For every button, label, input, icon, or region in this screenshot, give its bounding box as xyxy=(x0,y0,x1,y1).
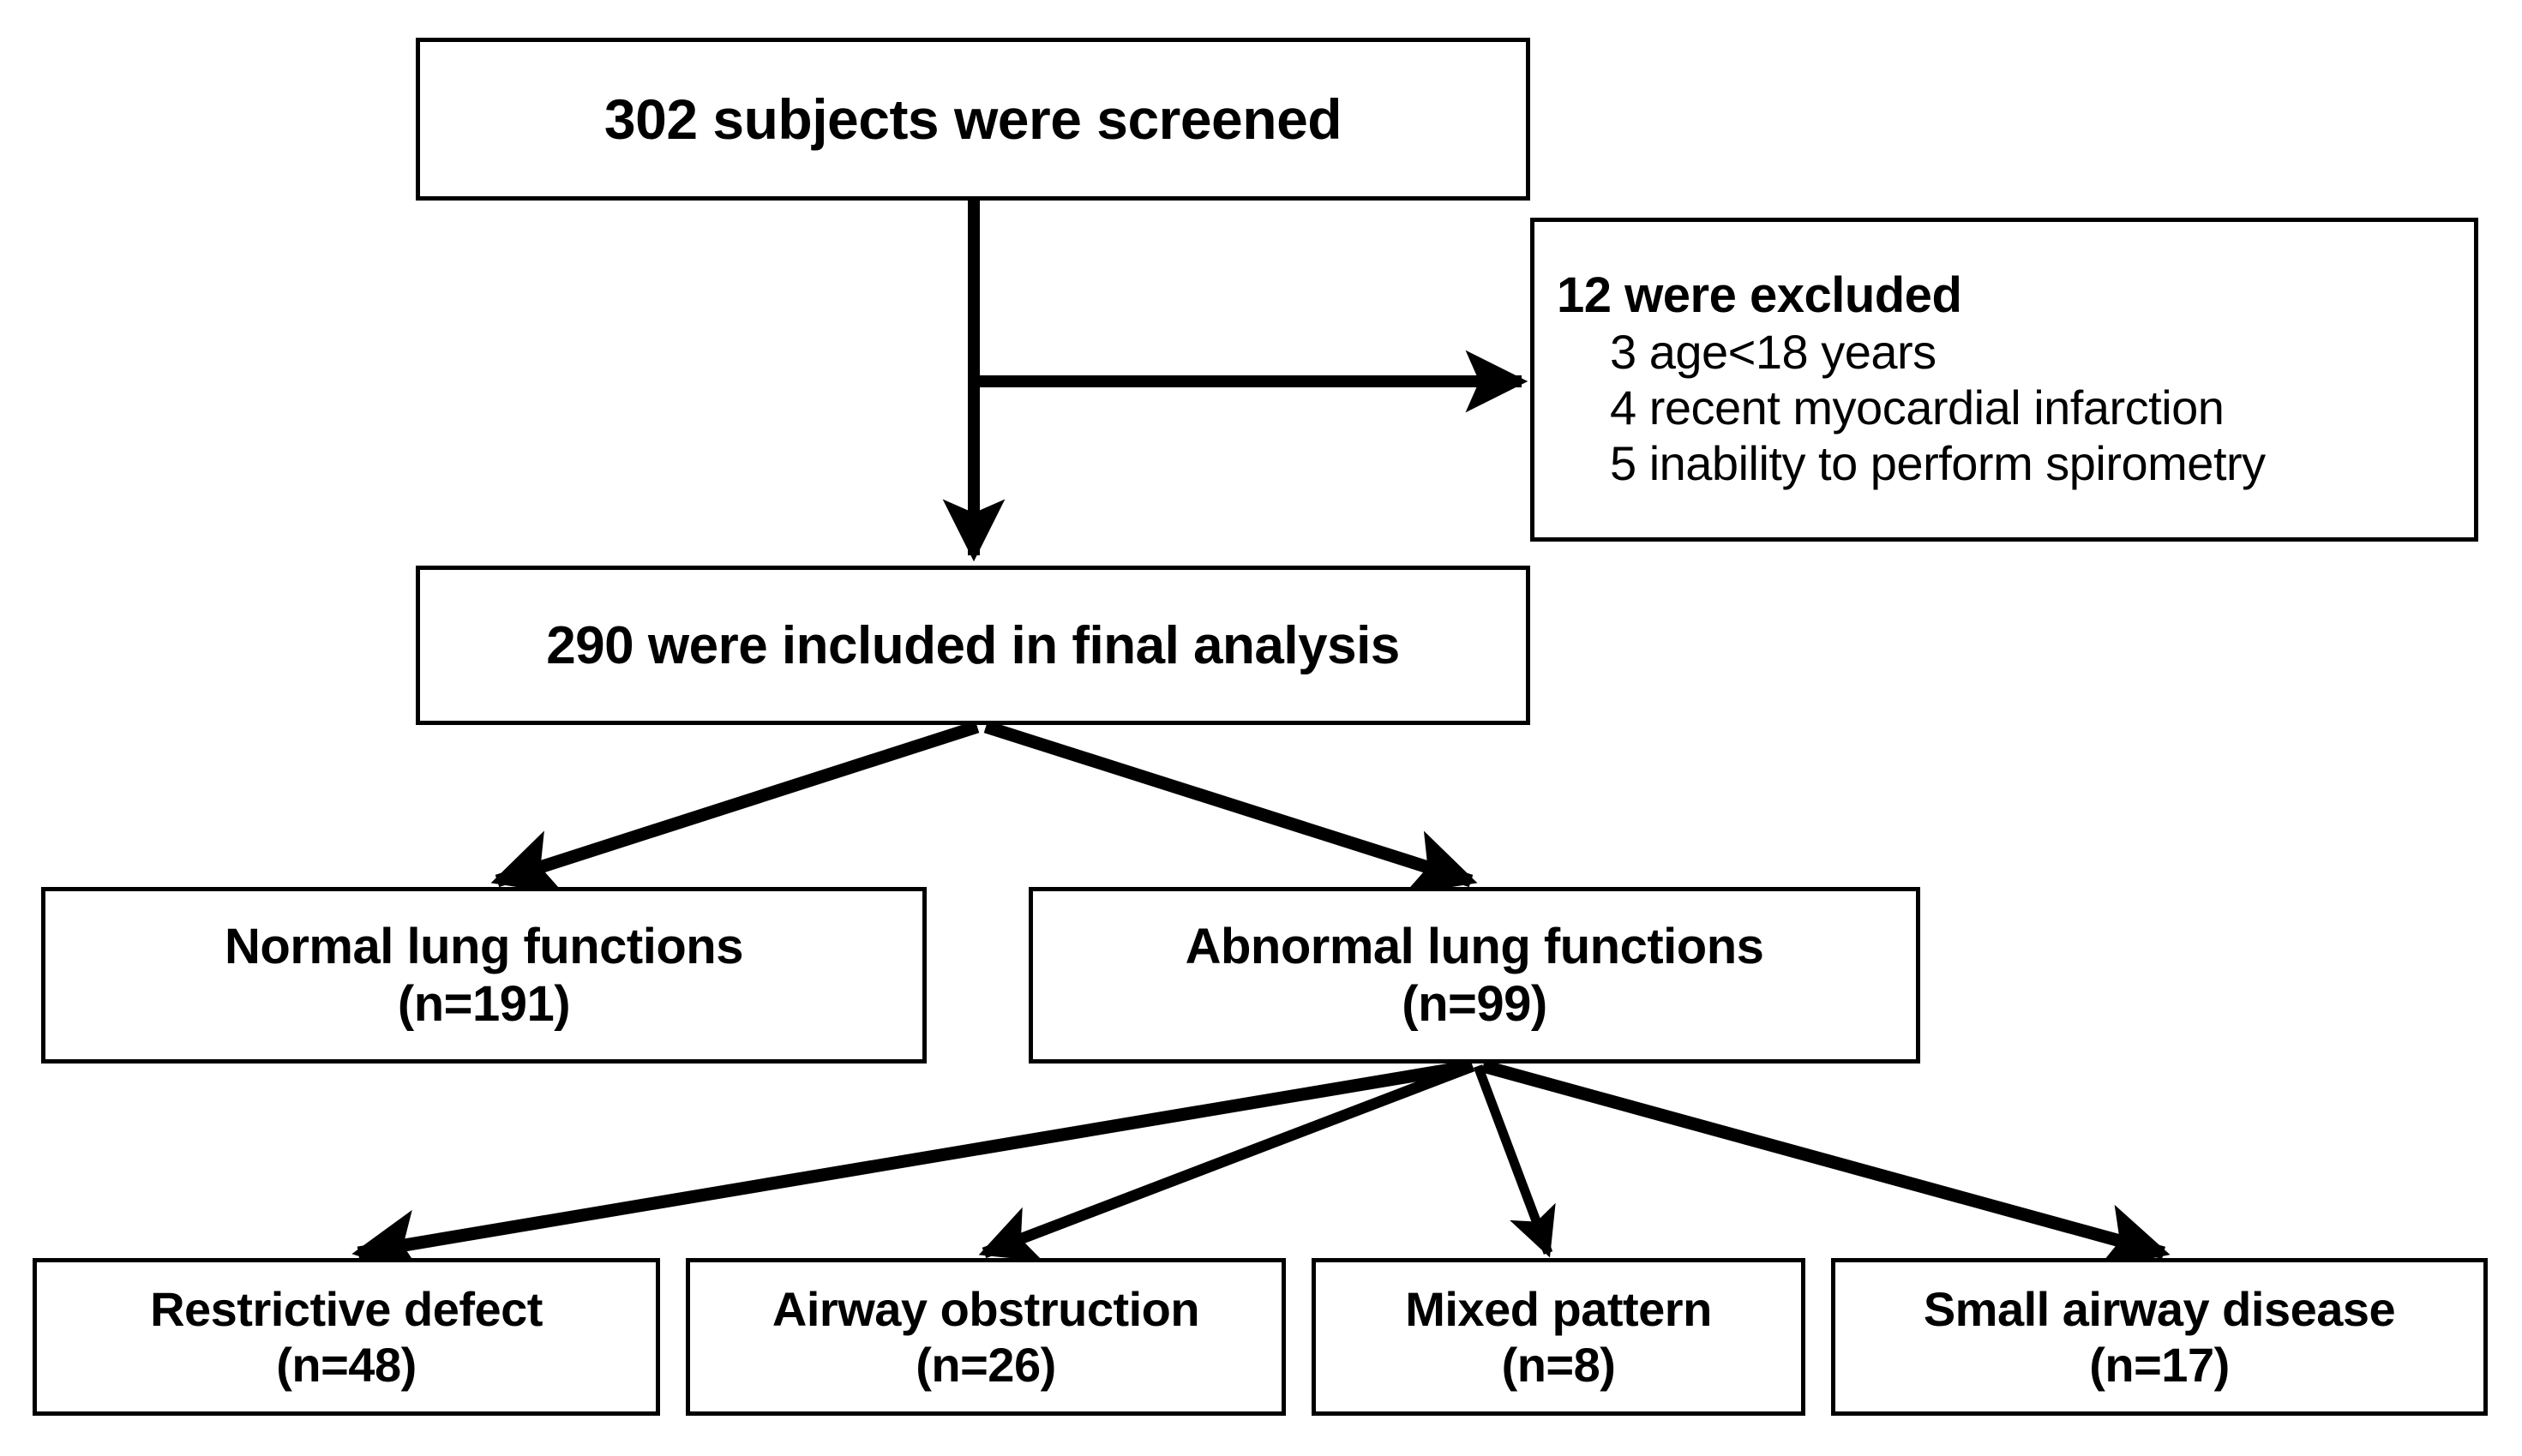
node-restrictive-label: Restrictive defect xyxy=(150,1282,543,1336)
node-excluded[interactable]: 12 were excluded 3 age<18 years 4 recent… xyxy=(1530,218,2478,542)
node-screened-label: 302 subjects were screened xyxy=(603,87,1342,151)
edge-included-to-normal xyxy=(490,720,980,895)
node-smallairway-count: (n=17) xyxy=(2089,1338,2230,1392)
node-abnormal-label: Abnormal lung functions xyxy=(1185,919,1764,974)
node-mixed-pattern[interactable]: Mixed pattern (n=8) xyxy=(1312,1258,1805,1416)
node-obstruction-count: (n=26) xyxy=(916,1338,1056,1392)
node-normal-count: (n=191) xyxy=(397,976,571,1032)
node-excluded-reason-age: 3 age<18 years xyxy=(1610,324,1937,379)
edge-included-to-abnormal xyxy=(983,720,1478,895)
node-included-label: 290 were included in final analysis xyxy=(546,615,1400,675)
node-obstruction-label: Airway obstruction xyxy=(772,1282,1200,1336)
node-screened[interactable]: 302 subjects were screened xyxy=(416,38,1530,201)
node-abnormal-count: (n=99) xyxy=(1402,976,1547,1032)
node-normal-lung-functions[interactable]: Normal lung functions (n=191) xyxy=(41,887,927,1064)
node-airway-obstruction[interactable]: Airway obstruction (n=26) xyxy=(686,1258,1286,1416)
node-excluded-reason-mi: 4 recent myocardial infarction xyxy=(1610,380,2225,434)
node-smallairway-label: Small airway disease xyxy=(1923,1282,2396,1336)
node-restrictive-count: (n=48) xyxy=(276,1338,417,1392)
node-normal-label: Normal lung functions xyxy=(225,919,743,974)
edge-abnormal-to-smallairway xyxy=(1481,1059,2171,1270)
node-excluded-title: 12 were excluded xyxy=(1557,267,1962,324)
node-mixed-count: (n=8) xyxy=(1501,1338,1616,1392)
edge-abnormal-to-mixed xyxy=(1473,1064,1556,1258)
edge-abnormal-to-obstruction xyxy=(978,1060,1475,1261)
node-restrictive-defect[interactable]: Restrictive defect (n=48) xyxy=(33,1258,660,1416)
node-included[interactable]: 290 were included in final analysis xyxy=(416,566,1530,725)
node-abnormal-lung-functions[interactable]: Abnormal lung functions (n=99) xyxy=(1029,887,1920,1064)
node-small-airway-disease[interactable]: Small airway disease (n=17) xyxy=(1831,1258,2488,1416)
edge-abnormal-to-restrictive xyxy=(351,1059,1473,1276)
node-mixed-label: Mixed pattern xyxy=(1405,1282,1712,1336)
node-excluded-reason-spirometry: 5 inability to perform spirometry xyxy=(1610,435,2266,490)
